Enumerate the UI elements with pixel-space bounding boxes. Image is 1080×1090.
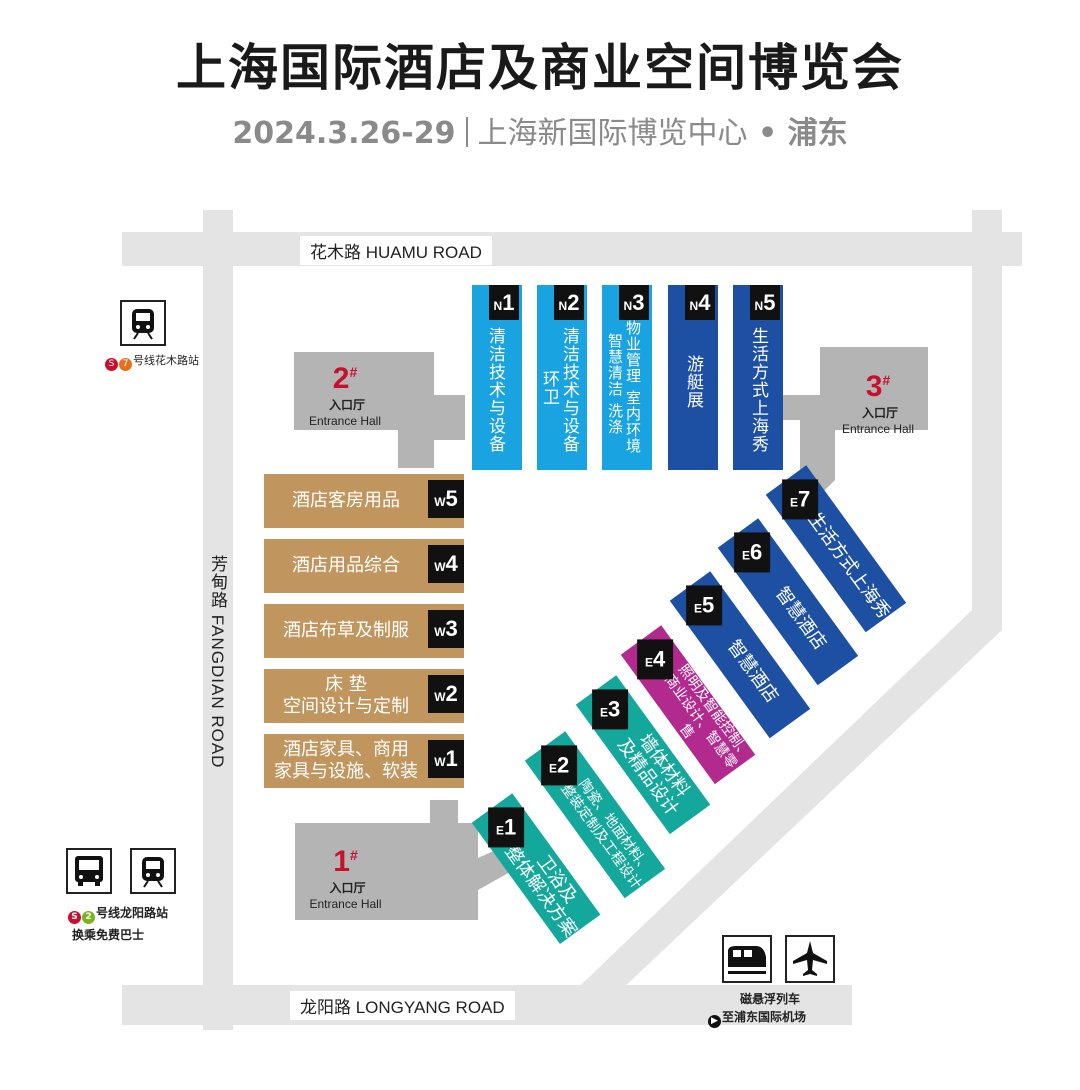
road-label-fangdian: 芳甸路 FANGDIAN ROAD: [208, 555, 227, 769]
hall-w5[interactable]: 酒店客房用品 W5: [264, 474, 464, 528]
event-district: 浦东: [787, 116, 848, 151]
entrance-label-en: Entrance Hall: [309, 897, 382, 911]
airport-label: ▶至浦东国际机场: [708, 1008, 806, 1028]
hall-code: W3: [428, 610, 464, 648]
entrance-hall-1-shape: [295, 800, 510, 920]
hall-n5[interactable]: N5 生活方式上海秀: [733, 285, 783, 470]
hall-code: E3: [592, 689, 629, 730]
hall-w4[interactable]: 酒店用品综合 W4: [264, 539, 464, 593]
road-label-huamu: 花木路 HUAMU ROAD: [300, 236, 492, 265]
metro-line-badge: 7: [119, 358, 132, 371]
hall-w3[interactable]: 酒店布草及制服 W3: [264, 604, 464, 658]
hall-n3[interactable]: N3 物业管理 室内环境 智慧清洁 洗涤: [602, 285, 652, 470]
road-huamu: [122, 232, 1022, 266]
entrance-label-en: Entrance Hall: [841, 422, 915, 436]
entrance-halls: [294, 347, 928, 920]
hall-code: E1: [488, 807, 525, 848]
airplane-icon: [785, 935, 835, 983]
hall-code: W2: [428, 675, 464, 713]
page-title: 上海国际酒店及商业空间博览会: [176, 39, 904, 97]
maglev-label: 磁悬浮列车: [740, 992, 801, 1006]
hall-code: E2: [541, 745, 578, 786]
entrance-label-cn: 入口厅: [328, 398, 365, 412]
hall-label: 酒店布草及制服: [283, 620, 409, 641]
entrance-label-cn: 入口厅: [329, 881, 366, 895]
hall-label: 酒店家具、商用家具与设施、软装: [274, 739, 418, 782]
entrance-number: 2#: [332, 362, 358, 395]
hall-w1[interactable]: 酒店家具、商用家具与设施、软装 W1: [264, 734, 464, 788]
entrance-label-cn: 入口厅: [861, 406, 898, 420]
event-venue: 上海新国际博览中心: [477, 116, 748, 151]
hall-label: 酒店用品综合: [292, 555, 400, 576]
hall-label: 游艇展: [683, 355, 703, 409]
hall-code: N2: [554, 285, 584, 320]
road-diagonal: [560, 610, 1002, 1010]
entrance-hall-2-shape: [294, 352, 465, 468]
road-east: [972, 210, 1002, 630]
hall-code: N1: [489, 285, 519, 320]
hall-label: 物业管理 室内环境: [624, 320, 642, 454]
hall-n2[interactable]: N2 清洁技术与设备 环卫: [537, 285, 587, 470]
entrance-label-en: Entrance Hall: [308, 414, 382, 428]
hall-code: E4: [637, 639, 674, 680]
hall-code: W1: [428, 740, 464, 778]
hall-code: E7: [782, 479, 819, 520]
hall-label-secondary: 环卫: [539, 370, 559, 406]
hall-label: 生活方式上海秀: [748, 327, 768, 453]
hall-code: W4: [428, 545, 464, 583]
hall-code: E5: [686, 585, 723, 626]
event-date: 2024.3.26-29: [232, 116, 456, 151]
hall-n4[interactable]: N4 游艇展: [668, 285, 718, 470]
event-subtitle: 2024.3.26-29 上海新国际博览中心 • 浦东: [0, 108, 1080, 152]
hall-code: W5: [428, 480, 464, 518]
entrance-hall-3-shape: [780, 347, 928, 500]
metro-logo-icon: S: [105, 358, 118, 371]
metro-line-badge: 2: [82, 911, 95, 924]
maglev-train-icon: [722, 935, 772, 983]
hall-label-secondary: 智慧清洁 洗涤: [606, 333, 624, 435]
entrance-2[interactable]: 2# 入口厅 Entrance Hall: [300, 362, 390, 428]
hall-label: 清洁技术与设备: [485, 327, 505, 453]
hall-w2[interactable]: 床 垫空间设计与定制 W2: [264, 669, 464, 723]
road-label-longyang: 龙阳路 LONGYANG ROAD: [290, 991, 515, 1020]
hall-label: 酒店客房用品: [292, 490, 400, 511]
shuttle-bus-label: 换乘免费巴士: [72, 928, 145, 942]
metro-logo-icon: S: [68, 911, 81, 924]
entrance-3[interactable]: 3# 入口厅 Entrance Hall: [838, 370, 918, 436]
road-fangdian: [203, 210, 233, 1030]
entrance-number: 3#: [865, 370, 891, 403]
hall-code: E6: [734, 532, 771, 573]
bullet: •: [757, 116, 778, 151]
hall-n1[interactable]: N1 清洁技术与设备: [472, 285, 522, 470]
hall-label: 床 垫空间设计与定制: [283, 674, 409, 717]
entrance-number: 1#: [333, 845, 358, 878]
hall-label: 清洁技术与设备: [559, 327, 579, 453]
play-arrow-icon: ▶: [708, 1015, 721, 1028]
metro-train-icon: [120, 300, 166, 346]
entrance-1[interactable]: 1# 入口厅 Entrance Hall: [303, 845, 388, 911]
divider: [465, 117, 468, 147]
metro-train-icon: [130, 848, 176, 894]
hall-code: N4: [685, 285, 715, 320]
bus-icon: [66, 848, 112, 894]
hall-code: N5: [750, 285, 780, 320]
hall-code: N3: [619, 285, 649, 320]
